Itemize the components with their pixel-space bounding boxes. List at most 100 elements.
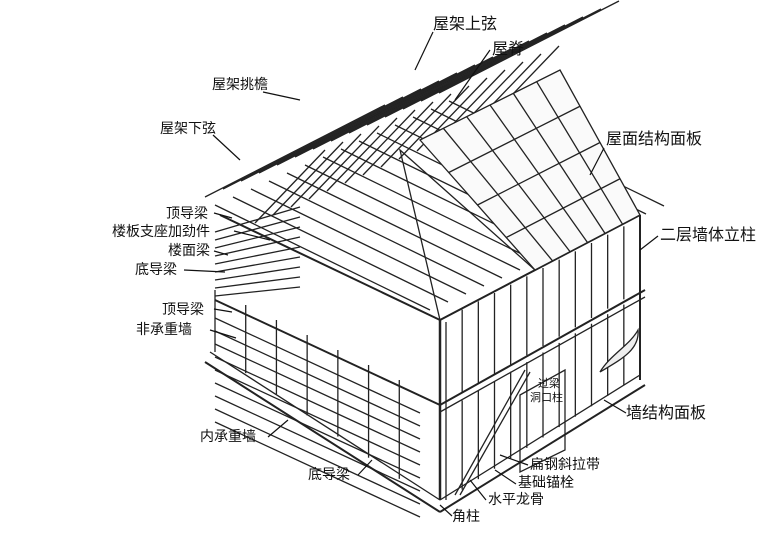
label-header: 过梁 — [538, 377, 560, 390]
truss-top-chord — [276, 72, 458, 166]
truss-bottom-chord — [268, 180, 485, 287]
floor-rim — [214, 299, 441, 406]
leader-line — [213, 212, 233, 219]
label-top-track-lower: 顶导梁 — [162, 302, 204, 318]
roof-panel-seam — [505, 178, 621, 239]
label-wall-structural-panel: 墙结构面板 — [626, 403, 707, 422]
label-roof-truss-eave: 屋架挑檐 — [212, 77, 268, 93]
truss-top-chord — [240, 88, 422, 182]
leader-line — [183, 269, 226, 273]
truss-web — [272, 141, 344, 216]
truss-web — [362, 101, 434, 176]
floor-joist — [214, 256, 301, 273]
bottom-track — [439, 374, 641, 501]
ground-joist — [214, 356, 421, 453]
truss-web — [398, 85, 470, 160]
leader-line — [589, 147, 605, 176]
truss-top-chord — [222, 96, 404, 190]
ground-joist — [214, 408, 421, 505]
leader-line — [439, 504, 453, 517]
ground-joist — [214, 330, 421, 427]
truss-top-chord — [402, 16, 584, 110]
truss-top-chord — [258, 80, 440, 174]
leader-line — [603, 399, 627, 414]
label-roof-truss-top-chord: 屋架上弦 — [433, 14, 498, 33]
label-floor-joist: 楼面梁 — [168, 243, 210, 259]
label-roof-truss-bottom-chord: 屋架下弦 — [160, 121, 216, 137]
leader-lines — [183, 31, 659, 517]
wall-panel-curl — [599, 327, 639, 373]
ground-joist — [214, 421, 421, 518]
floor-rim — [439, 289, 646, 406]
leader-line — [494, 469, 517, 485]
label-corner-stud: 角柱 — [452, 509, 480, 525]
leader-line — [262, 91, 301, 101]
label-floor-support-stiffener: 楼板支座加劲件 — [112, 224, 210, 240]
leader-line — [212, 134, 241, 161]
label-non-bearing-wall: 非承重墙 — [136, 322, 192, 338]
leader-line — [414, 31, 434, 71]
truss-top-chord — [438, 0, 620, 94]
floor-joist — [214, 266, 301, 281]
truss-top-chord — [420, 8, 602, 102]
truss-web — [326, 117, 398, 192]
top-track-upper — [219, 214, 441, 321]
truss-web — [290, 133, 362, 208]
ground-joist — [214, 395, 421, 492]
ground-joist — [214, 317, 421, 414]
roof-panel-seam — [477, 141, 601, 206]
label-roof-structural-panel: 屋面结构面板 — [606, 129, 703, 148]
label-flat-strap-brace: 扁钢斜拉带 — [530, 457, 600, 473]
leader-line — [209, 329, 237, 339]
label-bottom-track-upper: 底导梁 — [135, 262, 177, 278]
roof-panel-seam — [448, 105, 581, 174]
leader-line — [213, 250, 229, 256]
label-second-floor-wall-stud: 二层墙体立柱 — [660, 225, 757, 244]
label-horizontal-blocking: 水平龙骨 — [488, 492, 544, 508]
floor-joist — [214, 226, 301, 249]
leader-line — [454, 49, 491, 101]
truss-top-chord — [294, 64, 476, 158]
floor-joist — [214, 286, 301, 297]
label-foundation-anchor-bolt: 基础锚栓 — [518, 475, 574, 491]
bottom-track — [209, 351, 441, 501]
truss-top-chord — [348, 40, 530, 134]
foundation-edge — [439, 384, 646, 513]
truss-web — [344, 109, 416, 184]
ground-joist — [214, 382, 421, 479]
truss-bottom-chord — [286, 172, 503, 279]
truss-bottom-chord — [250, 188, 467, 295]
strap-brace — [454, 369, 526, 496]
leader-line — [469, 479, 487, 501]
floor-joist — [214, 276, 301, 289]
ground-joist — [214, 369, 421, 466]
ground-joist — [214, 343, 421, 440]
label-bottom-track-lower: 底导梁 — [308, 467, 350, 483]
truss-bottom-chord — [232, 196, 449, 303]
label-roof-ridge: 屋脊 — [492, 39, 525, 58]
truss-bottom-chord — [214, 204, 431, 311]
window-opening — [519, 368, 566, 474]
leader-line — [499, 454, 529, 466]
truss-bottom-chord — [322, 156, 539, 263]
label-opening-stud: 洞口柱 — [530, 391, 563, 404]
leader-line — [233, 230, 271, 241]
truss-top-chord — [312, 56, 494, 150]
leader-line — [357, 459, 373, 476]
strap-brace — [459, 371, 531, 496]
gable-frame — [398, 148, 537, 321]
truss-top-chord — [366, 32, 548, 126]
truss-bottom-chord — [304, 164, 521, 271]
label-top-track-upper: 顶导梁 — [166, 206, 208, 222]
label-interior-bearing-wall: 内承重墙 — [200, 429, 256, 445]
leader-line — [267, 419, 289, 438]
leader-line — [639, 235, 659, 251]
truss-top-chord — [330, 48, 512, 142]
truss-web — [308, 125, 380, 200]
truss-top-chord — [204, 104, 386, 198]
truss-web — [254, 149, 326, 224]
truss-web — [380, 93, 452, 168]
floor-joist — [214, 246, 301, 265]
